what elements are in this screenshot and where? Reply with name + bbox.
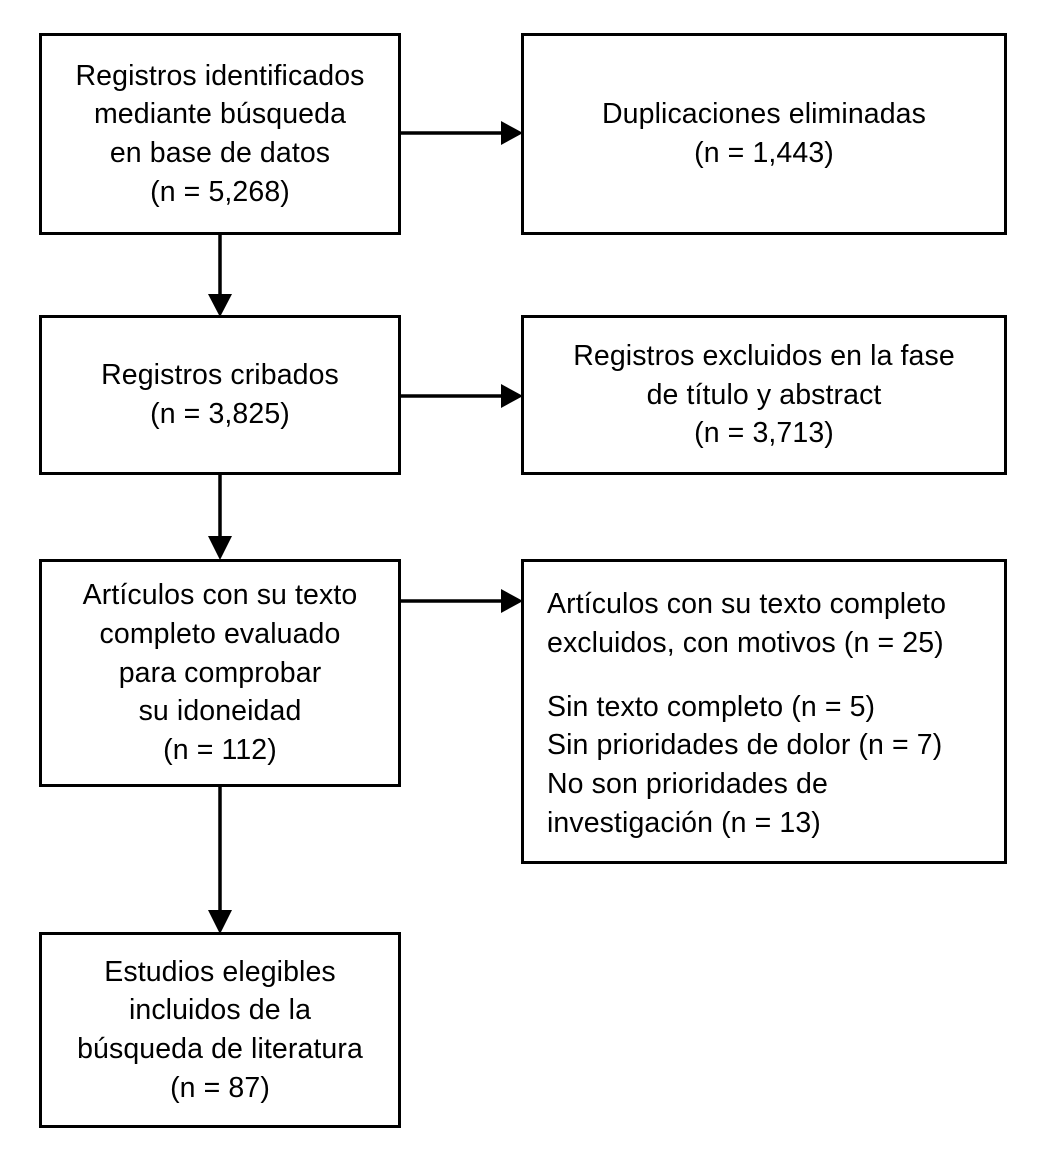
box-line: Registros excluidos en la fase	[573, 340, 955, 373]
box-line: incluidos de la	[128, 994, 312, 1027]
arrow-screened-to-excluded	[401, 380, 523, 412]
box-records-identified: Registros identificados mediante búsqued…	[39, 33, 401, 235]
box-line: su idoneidad	[138, 695, 302, 728]
box-line: de título y abstract	[646, 378, 882, 411]
box-line: (n = 3,713)	[694, 417, 834, 450]
box-fulltext-assessed: Artículos con su texto completo evaluado…	[39, 559, 401, 787]
box-line: (n = 1,443)	[694, 137, 834, 169]
box-line: Registros cribados	[101, 359, 339, 392]
box-line: Estudios elegibles	[104, 955, 336, 988]
box-line: Registros identificados	[75, 59, 365, 92]
box-line: completo evaluado	[99, 618, 341, 651]
arrow-fulltext-to-included	[204, 786, 236, 934]
box-line: Sin texto completo (n = 5)	[547, 690, 876, 723]
box-line: (n = 112)	[163, 733, 277, 766]
arrow-fulltext-to-excluded	[401, 585, 523, 617]
box-line: (n = 5,268)	[150, 175, 290, 208]
box-records-excluded-title-abstract: Registros excluidos en la fase de título…	[521, 315, 1007, 475]
box-line: excluidos, con motivos (n = 25)	[547, 626, 944, 659]
box-line: en base de datos	[109, 137, 331, 169]
box-studies-included: Estudios elegibles incluidos de la búsqu…	[39, 932, 401, 1128]
box-line: No son prioridades de	[547, 768, 828, 801]
box-line: búsqueda de literatura	[77, 1033, 363, 1065]
box-line: Sin prioridades de dolor (n = 7)	[547, 729, 943, 762]
box-line: Duplicaciones eliminadas	[602, 98, 926, 131]
box-line: investigación (n = 13)	[547, 806, 821, 839]
box-line: (n = 3,825)	[150, 398, 290, 430]
box-line: mediante búsqueda	[93, 98, 347, 131]
box-records-screened: Registros cribados (n = 3,825)	[39, 315, 401, 475]
box-line: Artículos con su texto completo	[547, 588, 947, 620]
box-line: Artículos con su texto	[82, 579, 358, 612]
box-line: (n = 87)	[170, 1071, 270, 1104]
box-fulltext-excluded: Artículos con su texto completo excluido…	[521, 559, 1007, 864]
arrow-screened-to-fulltext	[204, 474, 236, 560]
arrow-identified-to-duplicates	[401, 117, 523, 149]
arrow-identified-to-screened	[204, 234, 236, 317]
box-duplicates-removed: Duplicaciones eliminadas (n = 1,443)	[521, 33, 1007, 235]
box-line: para comprobar	[118, 656, 322, 689]
